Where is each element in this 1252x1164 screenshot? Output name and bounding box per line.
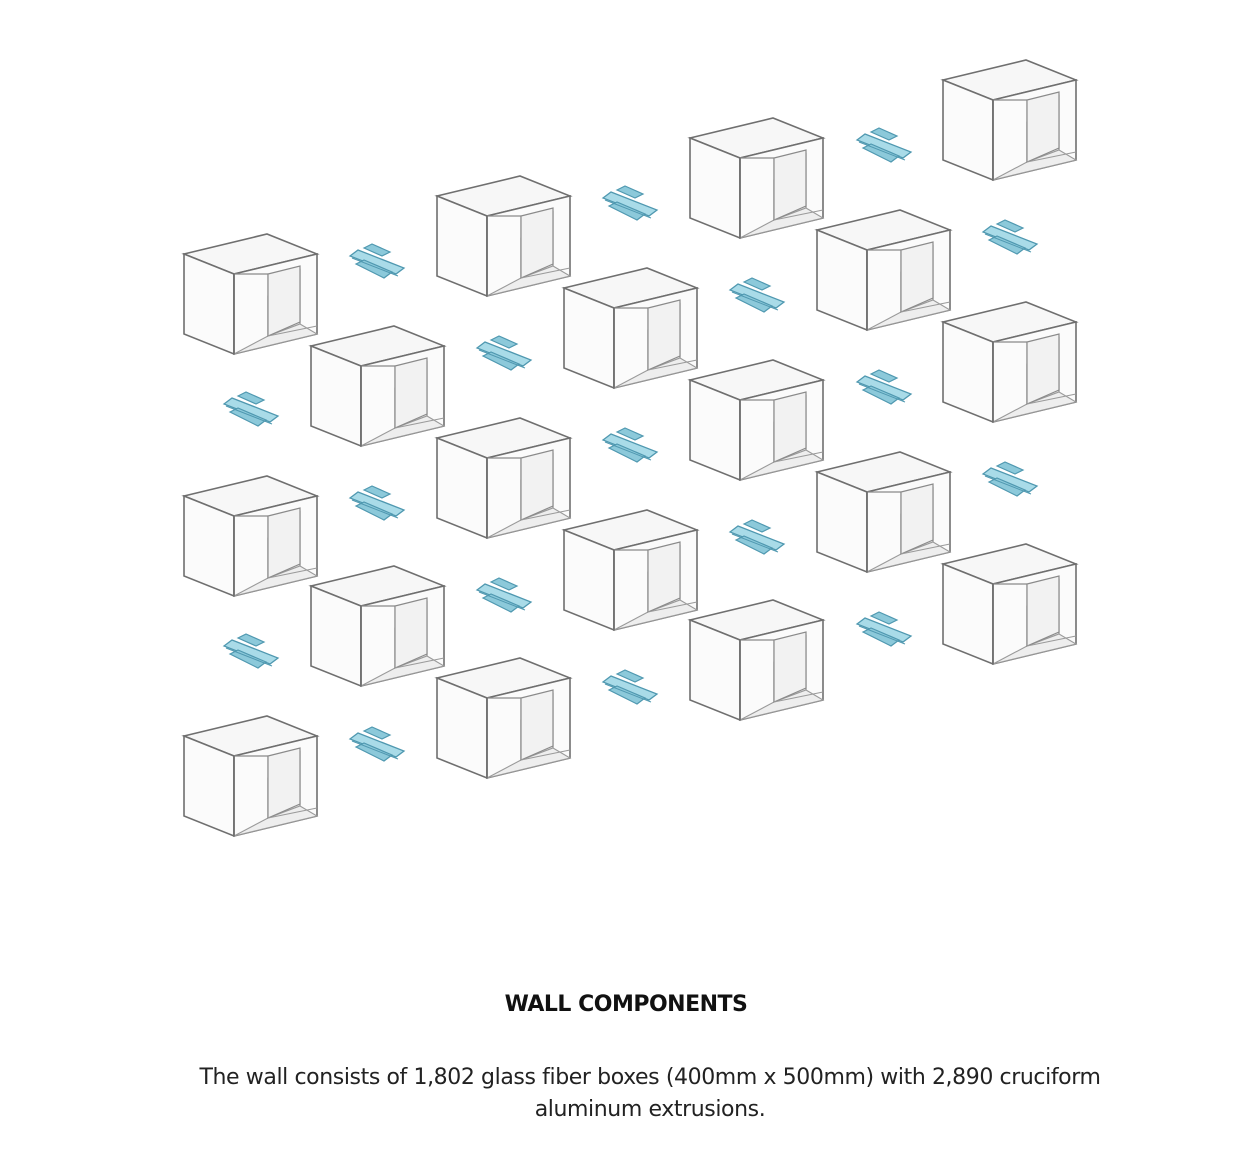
cruciform-extrusion <box>728 519 786 555</box>
glass-fiber-box <box>561 509 700 632</box>
cruciform-extrusion <box>475 577 533 613</box>
cruciform-extrusion <box>601 669 659 705</box>
glass-fiber-box <box>940 59 1079 182</box>
glass-fiber-box <box>181 715 320 838</box>
caption-description: The wall consists of 1,802 glass fiber b… <box>199 1065 1101 1122</box>
cruciform-extrusion <box>855 127 913 163</box>
cruciform-extrusion <box>855 369 913 405</box>
caption-title: WALL COMPONENTS <box>504 992 748 1017</box>
glass-fiber-box <box>308 325 447 448</box>
glass-fiber-box <box>308 565 447 688</box>
cruciform-extrusion <box>348 485 406 521</box>
glass-fiber-box <box>181 475 320 598</box>
cruciform-extrusion <box>348 243 406 279</box>
glass-fiber-box <box>561 267 700 390</box>
cruciform-extrusion <box>348 726 406 762</box>
glass-fiber-box <box>814 451 953 574</box>
connectors-layer <box>222 127 1039 762</box>
glass-fiber-box <box>940 301 1079 424</box>
cruciform-extrusion <box>981 461 1039 497</box>
cruciform-extrusion <box>601 185 659 221</box>
cruciform-extrusion <box>222 633 280 669</box>
boxes-layer <box>181 59 1079 838</box>
cruciform-extrusion <box>475 335 533 371</box>
cruciform-extrusion <box>222 391 280 427</box>
glass-fiber-box <box>940 543 1079 666</box>
glass-fiber-box <box>687 117 826 240</box>
cruciform-extrusion <box>855 611 913 647</box>
glass-fiber-box <box>434 657 573 780</box>
glass-fiber-box <box>434 417 573 540</box>
glass-fiber-box <box>181 233 320 356</box>
cruciform-extrusion <box>728 277 786 313</box>
cruciform-extrusion <box>601 427 659 463</box>
glass-fiber-box <box>434 175 573 298</box>
wall-components-diagram <box>181 59 1079 838</box>
glass-fiber-box <box>814 209 953 332</box>
cruciform-extrusion <box>981 219 1039 255</box>
glass-fiber-box <box>687 599 826 722</box>
glass-fiber-box <box>687 359 826 482</box>
